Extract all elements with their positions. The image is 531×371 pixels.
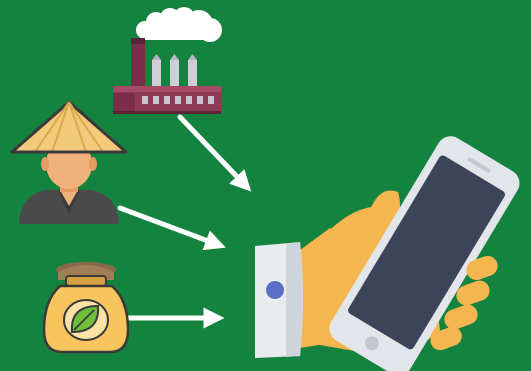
smoke-cloud bbox=[136, 7, 222, 42]
factory-icon bbox=[113, 7, 222, 114]
arrows bbox=[117, 114, 252, 329]
arrow-factory-to-phone bbox=[177, 114, 252, 192]
farmer-hat bbox=[10, 100, 128, 154]
factory-chimney-main bbox=[131, 38, 145, 96]
phone-home-button bbox=[364, 336, 379, 351]
farmer-icon bbox=[10, 100, 128, 224]
smartphone bbox=[329, 136, 520, 371]
cuff-button bbox=[266, 281, 284, 299]
hand-fingers bbox=[430, 255, 498, 351]
phone-screen bbox=[348, 155, 506, 350]
hand-holding-smartphone-icon bbox=[255, 136, 520, 371]
factory-stack bbox=[152, 60, 161, 90]
seed-sack-icon bbox=[42, 262, 130, 354]
arrow-farmer-to-phone bbox=[117, 205, 226, 251]
